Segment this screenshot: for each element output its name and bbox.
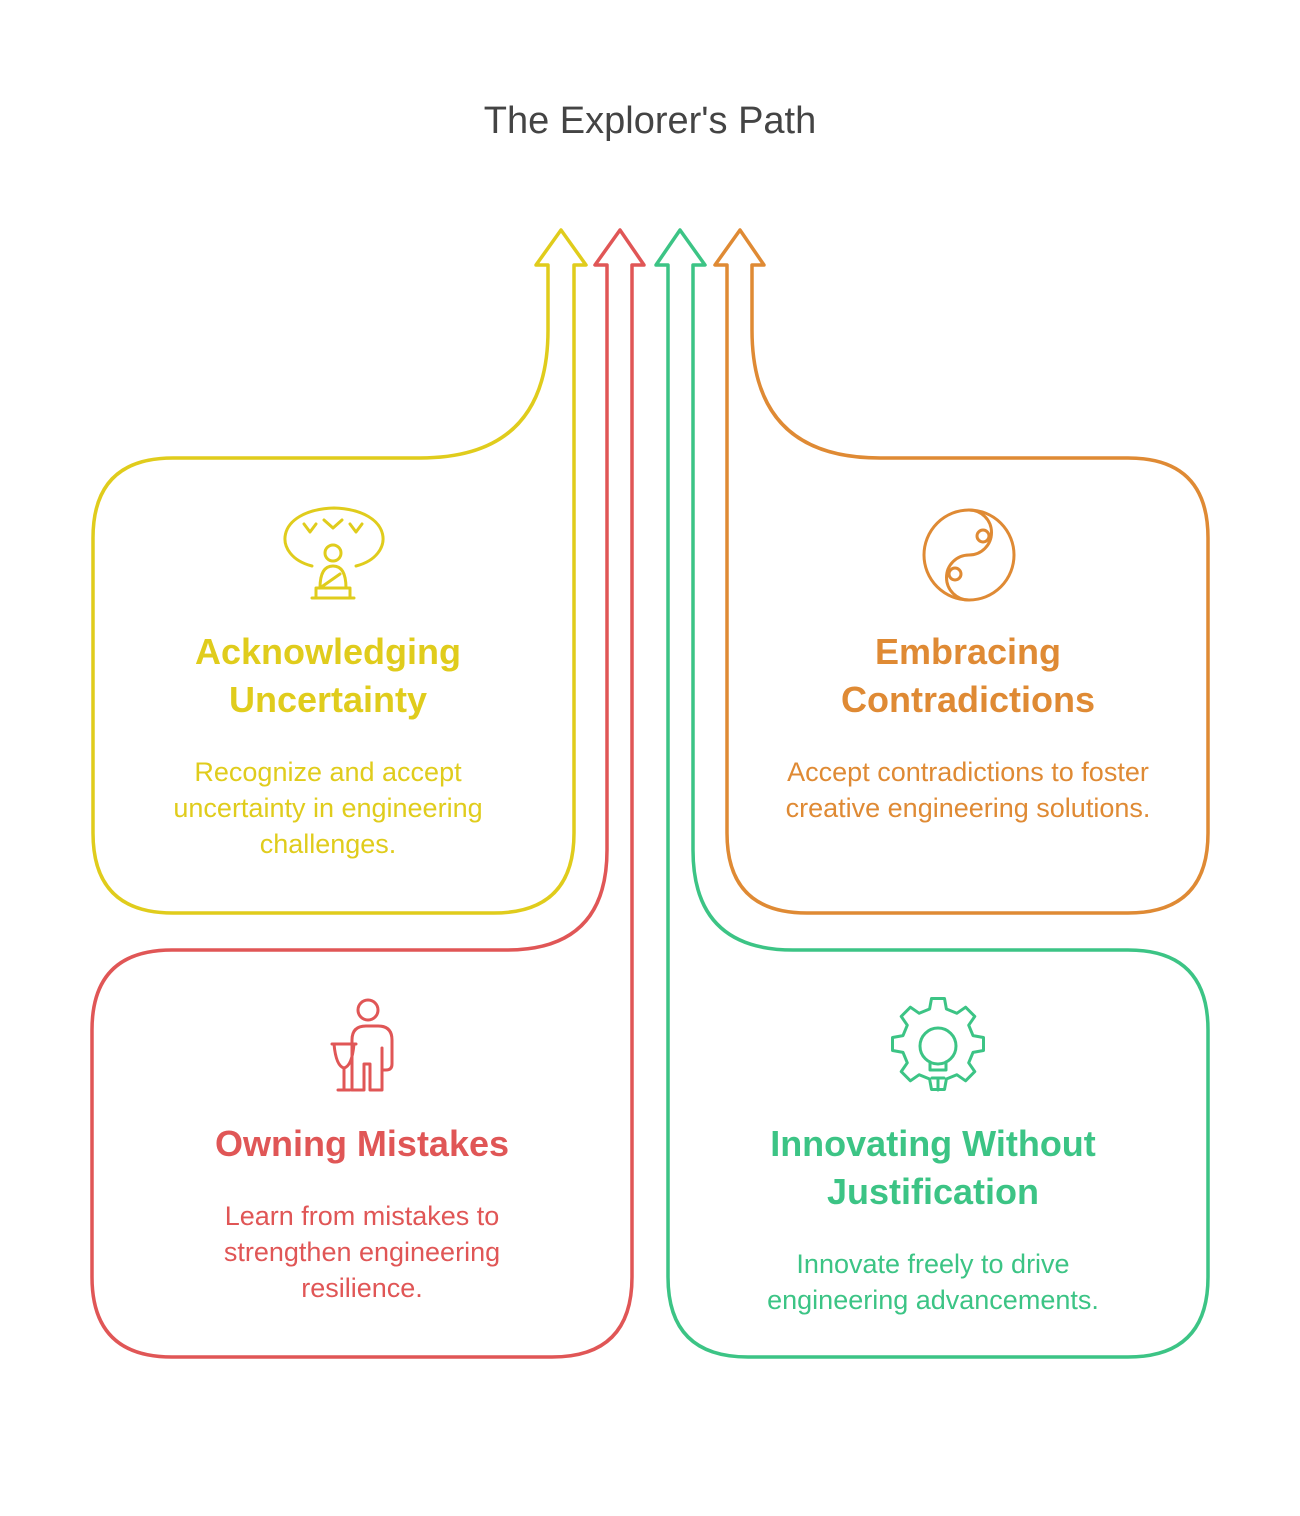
- contradictions-card: Embracing Contradictions Accept contradi…: [768, 628, 1168, 826]
- page-title: The Explorer's Path: [483, 100, 817, 142]
- innovating-heading: Innovating Without Justification: [770, 1123, 1096, 1212]
- yin-yang-icon: [922, 508, 1016, 602]
- uncertainty-card: Acknowledging Uncertainty Recognize and …: [128, 628, 528, 862]
- contradictions-description: Accept contradictions to foster creative…: [785, 757, 1151, 823]
- uncertainty-heading: Acknowledging Uncertainty: [194, 631, 461, 720]
- mistakes-heading: Owning Mistakes: [214, 1123, 510, 1164]
- mistakes-card-outline: [90, 228, 646, 1359]
- mistakes-card: Owning Mistakes Learn from mistakes to s…: [162, 1120, 562, 1306]
- gear-lightbulb-icon: [891, 997, 985, 1092]
- uncertainty-description: Recognize and accept uncertainty in engi…: [173, 757, 483, 859]
- meditation-icon: [283, 506, 385, 600]
- contradictions-card-outline: [713, 228, 1210, 915]
- mistakes-description: Learn from mistakes to strengthen engine…: [223, 1201, 501, 1303]
- uncertainty-card-outline: [91, 228, 588, 915]
- person-with-cup-icon: [330, 998, 394, 1092]
- innovating-card: Innovating Without Justification Innovat…: [733, 1120, 1133, 1318]
- contradictions-heading: Embracing Contradictions: [840, 631, 1095, 720]
- innovating-card-outline: [654, 228, 1210, 1359]
- innovating-description: Innovate freely to drive engineering adv…: [767, 1249, 1099, 1315]
